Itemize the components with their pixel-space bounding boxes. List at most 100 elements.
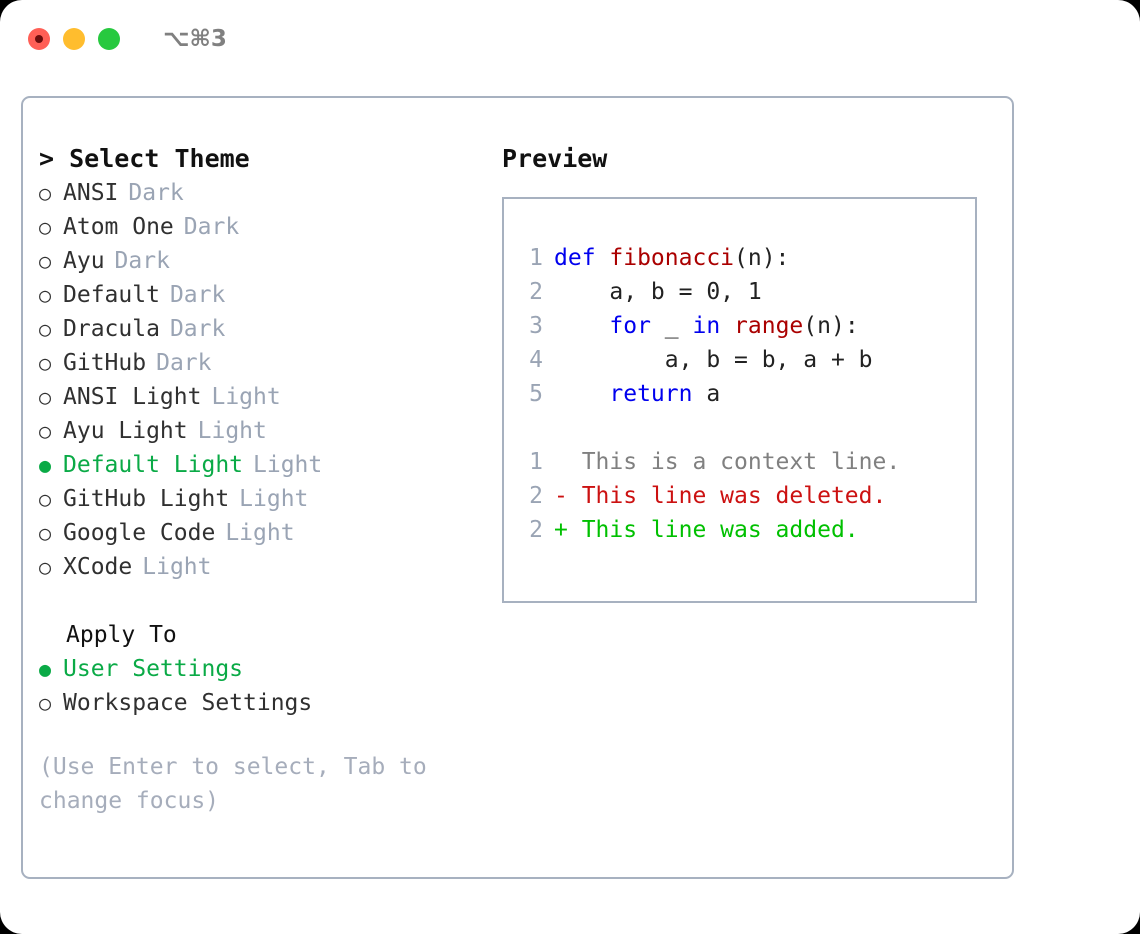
- theme-option-label: Google Code: [63, 520, 216, 546]
- theme-option-default-light[interactable]: ● Default Light Light: [39, 448, 479, 482]
- theme-option-label: Atom One: [63, 214, 174, 240]
- code-token: return: [609, 381, 693, 407]
- code-token: (n):: [734, 245, 790, 271]
- code-line: 5 return a: [517, 377, 900, 411]
- preview-title: Preview: [502, 144, 608, 173]
- theme-option-label: Default Light: [63, 452, 244, 478]
- radio-unselected-icon: ○: [39, 521, 52, 545]
- theme-option-label: Default: [63, 282, 160, 308]
- code-token: [554, 381, 609, 407]
- radio-unselected-icon: ○: [39, 283, 52, 307]
- theme-variant-tag: Dark: [128, 180, 184, 206]
- theme-option-label: ANSI: [63, 180, 119, 206]
- radio-selected-icon: ●: [39, 453, 52, 477]
- theme-variant-tag: Light: [225, 520, 295, 546]
- code-token: def: [554, 245, 610, 271]
- radio-unselected-icon: ○: [39, 555, 52, 579]
- theme-option-label: Dracula: [63, 316, 160, 342]
- keyboard-hint-text: (Use Enter to select, Tab to change focu…: [39, 754, 441, 814]
- code-line: 1 def fibonacci(n):: [517, 241, 900, 275]
- list-spacer: [39, 584, 479, 618]
- radio-selected-icon: ●: [39, 657, 52, 681]
- apply-to-option-workspace-settings[interactable]: ○ Workspace Settings: [39, 686, 479, 720]
- code-line: 3 for _ in range(n):: [517, 309, 900, 343]
- theme-variant-tag: Dark: [156, 350, 212, 376]
- theme-option-ansi[interactable]: ○ ANSI Dark: [39, 176, 479, 210]
- code-token: a, b = b, a + b: [554, 347, 873, 373]
- theme-variant-tag: Light: [142, 554, 212, 580]
- theme-option-label: ANSI Light: [63, 384, 202, 410]
- line-number: 5: [529, 381, 543, 407]
- theme-option-label: Ayu Light: [63, 418, 188, 444]
- apply-to-option-label: User Settings: [63, 656, 244, 682]
- theme-variant-tag: Dark: [169, 282, 226, 308]
- code-token: a: [692, 381, 721, 407]
- theme-option-atom-one[interactable]: ○ Atom One Dark: [39, 210, 479, 244]
- line-number: 1: [529, 245, 543, 271]
- apply-to-option-user-settings[interactable]: ● User Settings: [39, 652, 479, 686]
- diff-line: 2 - This line was deleted.: [517, 479, 900, 513]
- radio-unselected-icon: ○: [39, 317, 52, 341]
- theme-variant-tag: Dark: [183, 214, 240, 240]
- code-token: [720, 313, 734, 339]
- title-bar: ⌥⌘3: [0, 0, 1140, 78]
- theme-option-label: XCode: [63, 554, 133, 580]
- code-token: a, b = 0, 1: [554, 279, 762, 305]
- code-line: 2 a, b = 0, 1: [517, 275, 900, 309]
- apply-to-option-list: ● User Settings ○ Workspace Settings: [39, 652, 479, 720]
- code-line: 4 a, b = b, a + b: [517, 343, 900, 377]
- theme-option-label: GitHub: [63, 350, 147, 376]
- minimize-window-button[interactable]: [63, 28, 85, 50]
- theme-option-default[interactable]: ○ Default Dark: [39, 278, 479, 312]
- theme-option-github[interactable]: ○ GitHub Dark: [39, 346, 479, 380]
- keyboard-shortcut-label: ⌥⌘3: [163, 26, 227, 52]
- theme-variant-tag: Light: [211, 384, 281, 410]
- radio-unselected-icon: ○: [39, 215, 52, 239]
- theme-option-xcode[interactable]: ○ XCode Light: [39, 550, 479, 584]
- window-controls: [28, 28, 120, 50]
- close-window-button[interactable]: [28, 28, 50, 50]
- theme-option-github-light[interactable]: ○ GitHub Light Light: [39, 482, 479, 516]
- line-number: 2: [529, 483, 543, 509]
- code-token: _: [650, 313, 693, 339]
- theme-variant-tag: Light: [239, 486, 309, 512]
- code-token: range: [734, 313, 804, 339]
- select-theme-header: > Select Theme: [39, 144, 250, 173]
- radio-unselected-icon: ○: [39, 249, 52, 273]
- hint-spacer: [39, 720, 479, 750]
- theme-option-google-code[interactable]: ○ Google Code Light: [39, 516, 479, 550]
- code-token: (n):: [803, 313, 859, 339]
- line-number: 1: [529, 449, 543, 475]
- theme-variant-tag: Light: [253, 452, 323, 478]
- radio-unselected-icon: ○: [39, 487, 52, 511]
- theme-option-label: GitHub Light: [63, 486, 230, 512]
- radio-unselected-icon: ○: [39, 691, 52, 715]
- diff-text: - This line was deleted.: [554, 483, 887, 509]
- diff-text: This is a context line.: [554, 449, 901, 475]
- line-number: 4: [529, 347, 543, 373]
- radio-unselected-icon: ○: [39, 419, 52, 443]
- code-token: fibonacci: [609, 245, 735, 271]
- apply-to-header: Apply To: [66, 622, 177, 648]
- diff-text: + This line was added.: [554, 517, 859, 543]
- theme-variant-tag: Dark: [114, 248, 170, 274]
- radio-unselected-icon: ○: [39, 181, 52, 205]
- maximize-window-button[interactable]: [98, 28, 120, 50]
- code-token: [554, 313, 609, 339]
- diff-line: 1 This is a context line.: [517, 445, 900, 479]
- radio-unselected-icon: ○: [39, 351, 52, 375]
- line-number: 3: [529, 313, 543, 339]
- code-token: in: [692, 313, 721, 339]
- diff-line: 2+ This line was added.: [517, 513, 900, 547]
- apply-to-option-label: Workspace Settings: [63, 690, 313, 716]
